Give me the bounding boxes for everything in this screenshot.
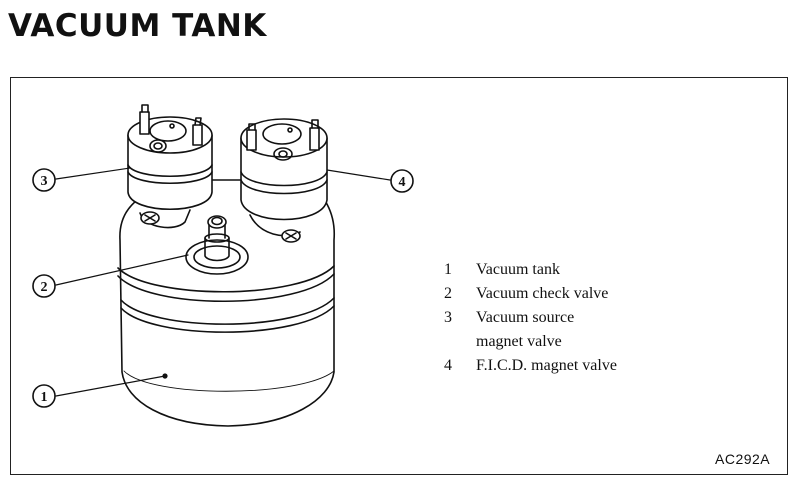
leader-line-3 [55, 167, 131, 180]
legend-item-1: 1 Vacuum tank [436, 258, 617, 282]
legend-number: 2 [444, 285, 452, 302]
leader-line-4 [326, 169, 391, 181]
leader-line-1 [55, 375, 166, 397]
legend-number: 4 [444, 357, 452, 374]
legend-label: F.I.C.D. magnet valve [476, 357, 617, 374]
svg-text:3: 3 [41, 174, 48, 189]
legend-item-3: 3 Vacuum source [436, 306, 617, 330]
figure-frame [10, 77, 788, 475]
callout-3: 3 [32, 168, 56, 192]
svg-text:1: 1 [41, 390, 48, 405]
legend-label: magnet valve [476, 333, 562, 350]
callout-1: 1 [32, 384, 56, 408]
leader-lines [55, 167, 391, 397]
legend-number: 3 [444, 309, 452, 326]
legend-item-4: 4 F.I.C.D. magnet valve [436, 354, 617, 378]
legend-item-2: 2 Vacuum check valve [436, 282, 617, 306]
legend-label: Vacuum tank [476, 261, 560, 278]
legend-label: Vacuum check valve [476, 285, 609, 302]
ficd-magnet-valve [240, 118, 328, 243]
vacuum-source-magnet-valve [127, 104, 213, 229]
page-title: VACUUM TANK [8, 8, 267, 44]
figure-code: AC292A [715, 451, 771, 467]
legend-label: Vacuum source [476, 309, 575, 326]
svg-text:4: 4 [399, 175, 406, 190]
leader-line-2 [55, 254, 189, 286]
callout-4: 4 [390, 169, 414, 193]
check-valve [185, 215, 249, 275]
callout-2: 2 [32, 274, 56, 298]
parts-legend: 1 Vacuum tank 2 Vacuum check valve 3 Vac… [436, 258, 617, 378]
legend-number: 1 [444, 261, 452, 278]
svg-text:2: 2 [41, 280, 48, 295]
legend-item-3-continued: magnet valve [436, 330, 617, 354]
